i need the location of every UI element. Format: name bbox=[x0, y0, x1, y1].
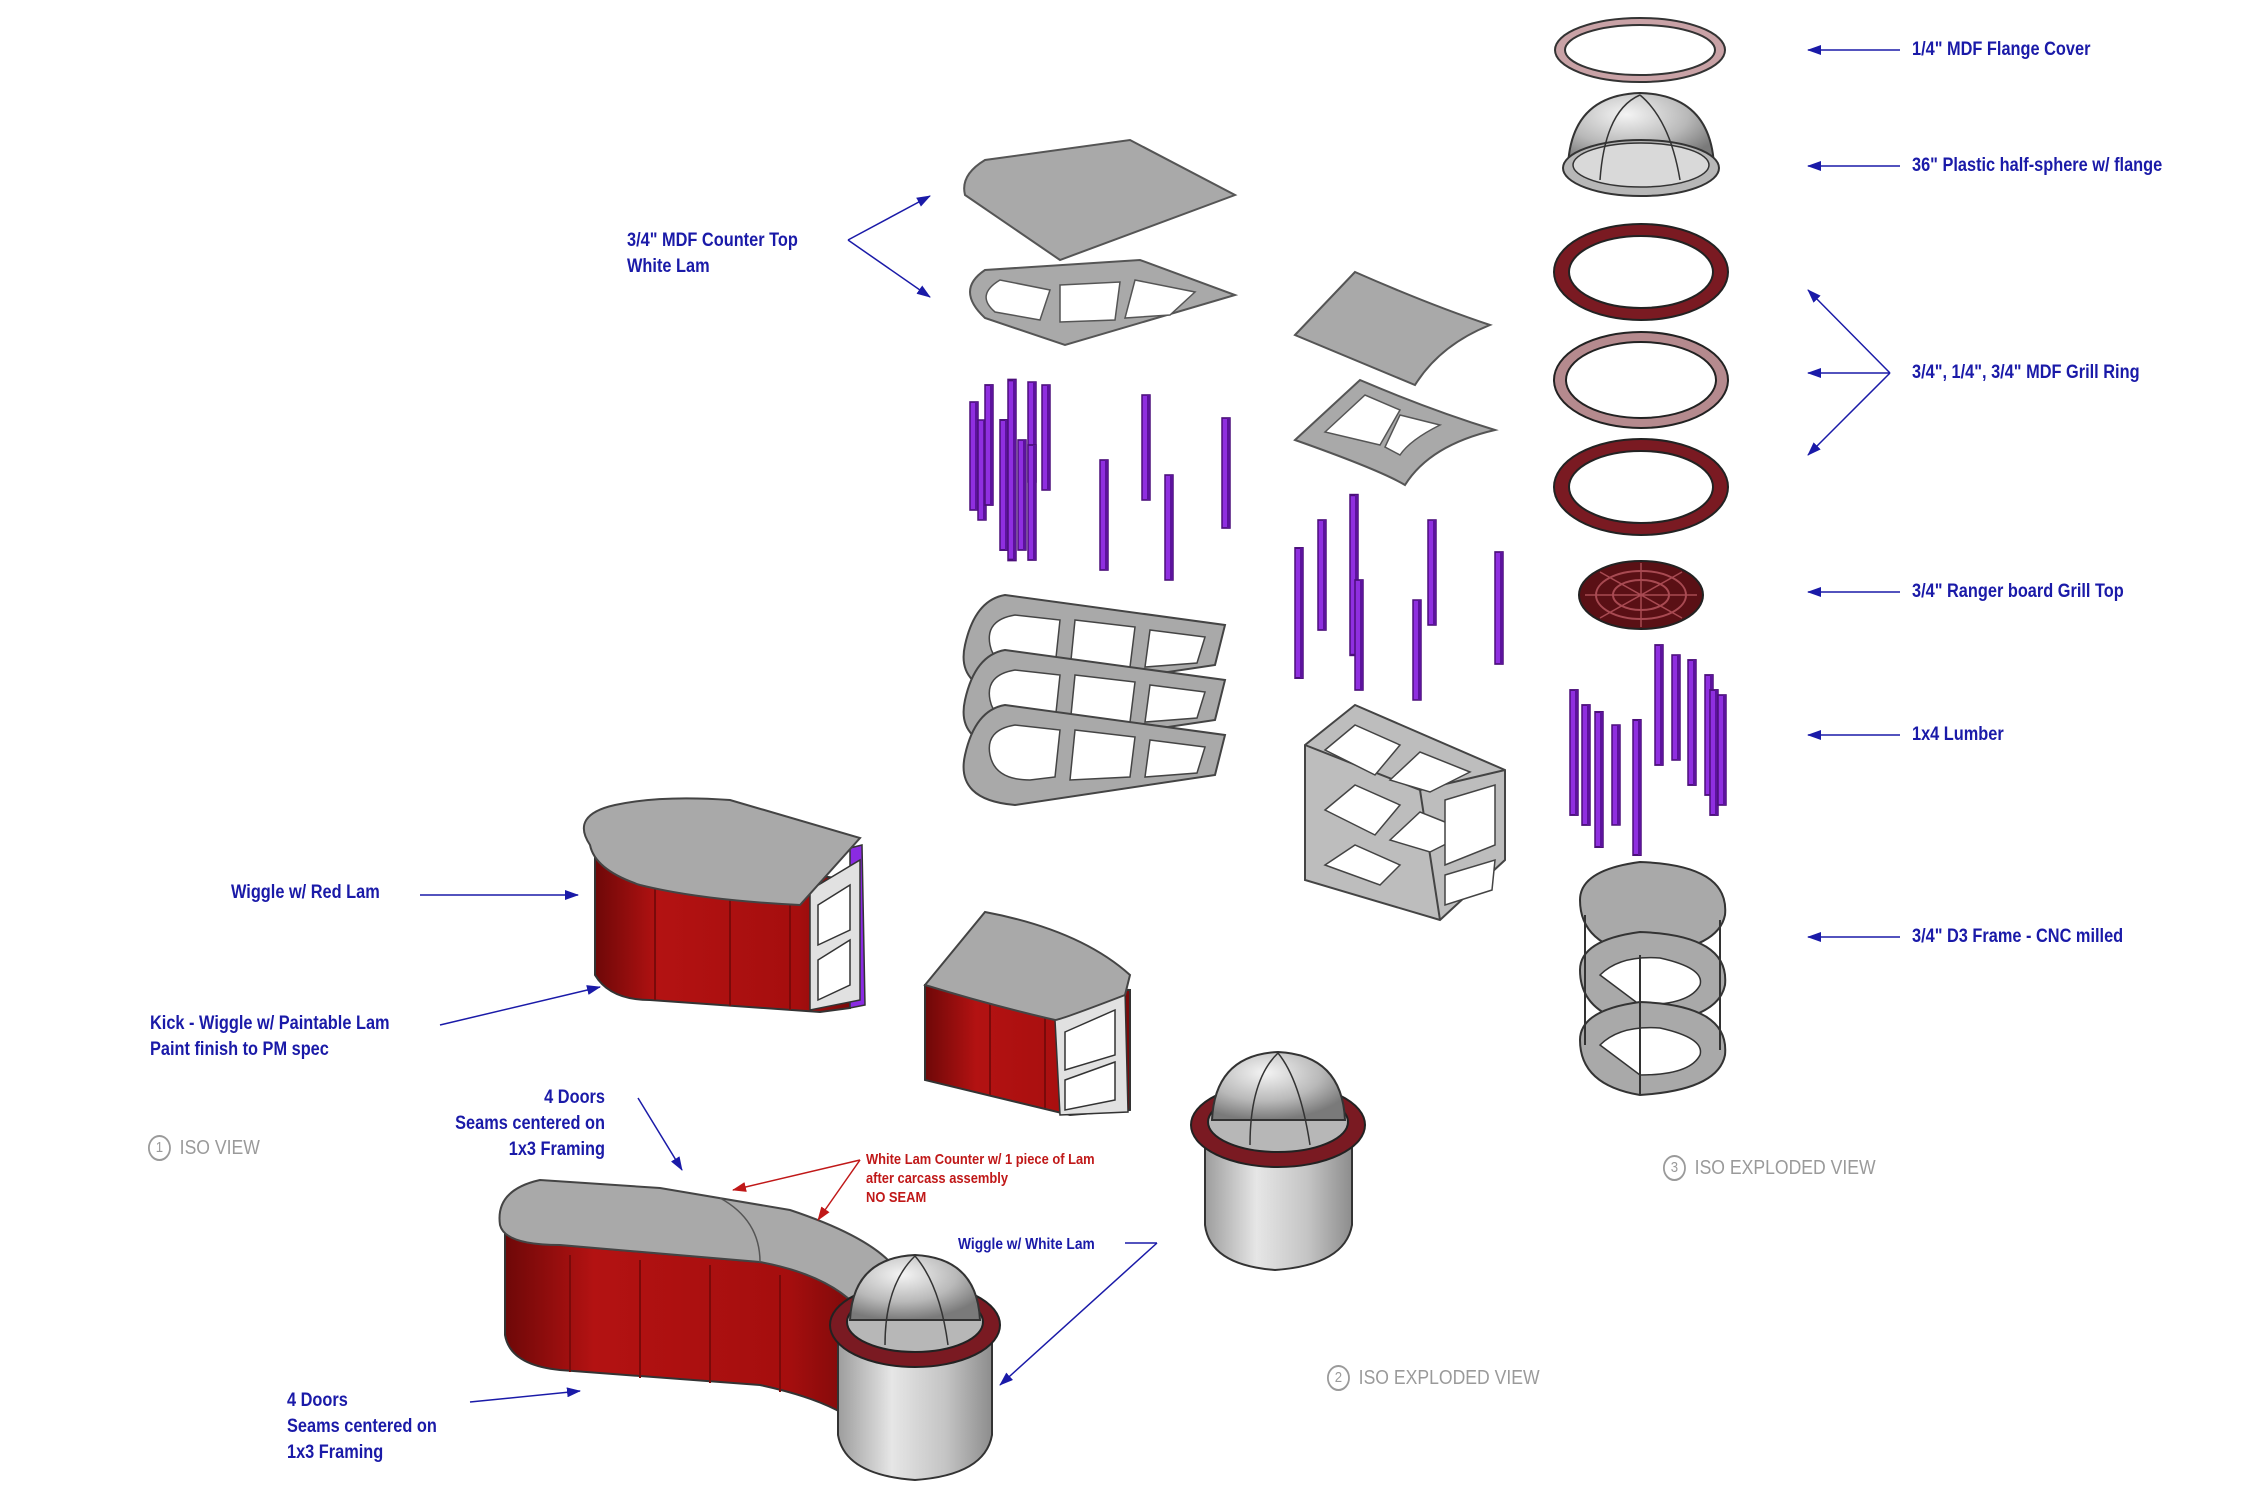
grill-ring-top bbox=[1553, 223, 1729, 321]
red-lam-cabinet bbox=[582, 797, 866, 1014]
grill-cylinder bbox=[1190, 1050, 1366, 1272]
view-title-3: ISO EXPLODED VIEW bbox=[1694, 1157, 1876, 1179]
view-number-2: 2 bbox=[1327, 1365, 1350, 1391]
doors-top-line3: 1x3 Framing bbox=[508, 1139, 605, 1160]
view-title-2: ISO EXPLODED VIEW bbox=[1358, 1367, 1540, 1389]
counter-top-label: 3/4" MDF Counter Top White Lam bbox=[627, 228, 798, 280]
frame-box-middle bbox=[1304, 703, 1506, 922]
assembled-counter-unit bbox=[498, 1178, 1001, 1482]
flange-cover-ring bbox=[1554, 17, 1726, 83]
note-leader-lines bbox=[732, 1159, 861, 1221]
grill-top-label: 3/4" Ranger board Grill Top bbox=[1912, 581, 2124, 602]
counter-note: White Lam Counter w/ 1 piece of Lam afte… bbox=[866, 1150, 1095, 1207]
frame-stack-left bbox=[962, 594, 1226, 806]
kick-label-line2: Paint finish to PM spec bbox=[150, 1039, 329, 1060]
counter-cutout-right bbox=[1293, 378, 1499, 487]
middle-cabinet bbox=[923, 910, 1132, 1117]
doors-top-line2: Seams centered on bbox=[455, 1113, 605, 1134]
doors-top-label: 4 Doors Seams centered on 1x3 Framing bbox=[433, 1085, 605, 1163]
view-title-iso-exploded-3: 3 ISO EXPLODED VIEW bbox=[1663, 1155, 1876, 1181]
counter-top-label-line2: White Lam bbox=[627, 256, 710, 277]
counter-slab-right bbox=[1293, 270, 1493, 387]
counter-top-cutout-layer bbox=[969, 258, 1239, 347]
view-title-iso: 1 ISO VIEW bbox=[148, 1135, 260, 1161]
grill-ring-middle bbox=[1553, 331, 1729, 429]
half-sphere-label: 36" Plastic half-sphere w/ flange bbox=[1912, 155, 2163, 176]
counter-note-line1: White Lam Counter w/ 1 piece of Lam bbox=[866, 1151, 1095, 1168]
lumber-sticks-right bbox=[1569, 644, 1727, 857]
doors-bottom-line1: 4 Doors bbox=[287, 1390, 348, 1411]
grill-ring-label: 3/4", 1/4", 3/4" MDF Grill Ring bbox=[1912, 362, 2140, 383]
view-number-3: 3 bbox=[1663, 1155, 1686, 1181]
doors-bottom-line3: 1x3 Framing bbox=[287, 1442, 384, 1463]
counter-note-line3: NO SEAM bbox=[866, 1189, 927, 1206]
d3-frame-label: 3/4" D3 Frame - CNC milled bbox=[1912, 926, 2124, 947]
kick-label-line1: Kick - Wiggle w/ Paintable Lam bbox=[150, 1013, 390, 1034]
grill-ring-bottom bbox=[1553, 438, 1729, 536]
counter-top-slab bbox=[963, 138, 1238, 262]
d3-frame-stack bbox=[1578, 860, 1727, 1097]
wiggle-white-label: Wiggle w/ White Lam bbox=[958, 1236, 1095, 1253]
doors-bottom-label: 4 Doors Seams centered on 1x3 Framing bbox=[287, 1388, 437, 1466]
half-sphere-dome bbox=[1562, 91, 1720, 197]
leader-lines bbox=[420, 45, 1900, 1403]
grill-top-disc bbox=[1578, 560, 1704, 630]
lumber-label: 1x4 Lumber bbox=[1912, 724, 2004, 745]
wiggle-red-label: Wiggle w/ Red Lam bbox=[231, 882, 380, 903]
view-title-iso-exploded-2: 2 ISO EXPLODED VIEW bbox=[1327, 1365, 1540, 1391]
doors-top-line1: 4 Doors bbox=[544, 1087, 605, 1108]
view-title-1: ISO VIEW bbox=[179, 1137, 260, 1159]
flange-cover-label: 1/4" MDF Flange Cover bbox=[1912, 39, 2091, 60]
lumber-sticks-left bbox=[969, 378, 1231, 581]
view-number-1: 1 bbox=[148, 1135, 171, 1161]
lumber-sticks-middle bbox=[1294, 493, 1504, 701]
doors-bottom-line2: Seams centered on bbox=[287, 1416, 437, 1437]
counter-top-label-line1: 3/4" MDF Counter Top bbox=[627, 230, 798, 251]
counter-note-line2: after carcass assembly bbox=[866, 1170, 1009, 1187]
kick-label: Kick - Wiggle w/ Paintable Lam Paint fin… bbox=[150, 1011, 390, 1063]
